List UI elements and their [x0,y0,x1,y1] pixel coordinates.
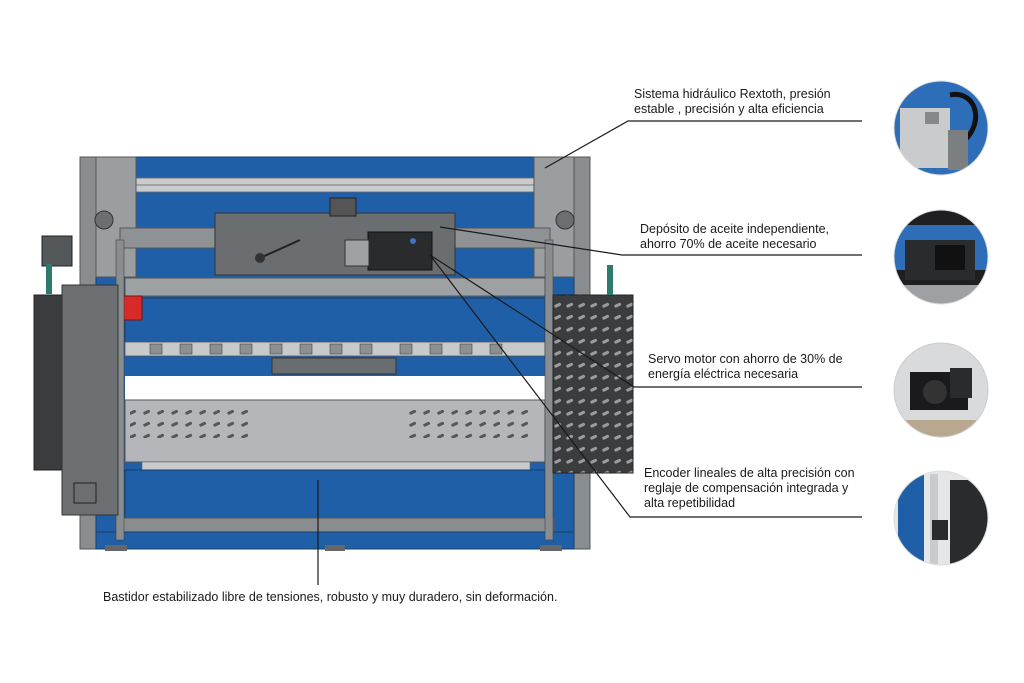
callout-encoder-line-2: reglaje de compensación integrada y [644,481,849,495]
machine-frame [79,156,591,551]
callout-encoder-line-3: alta repetibilidad [644,496,736,510]
callout-encoder-line-1: Encoder lineales de alta precisión con [644,466,855,480]
frame-caption: Bastidor estabilizado libre de tensiones… [103,590,558,604]
callout-oil-tank-line-1: Depósito de aceite independiente, [640,222,830,236]
callout-encoder: Encoder lineales de alta precisión con r… [644,466,884,511]
callout-servo: Servo motor con ahorro de 30% de energía… [648,352,878,382]
servo-motor-photo [893,342,989,438]
hydraulic-valve-photo [893,80,989,176]
oil-tank-photo [893,209,989,305]
callout-oil-tank-line-2: ahorro 70% de aceite necesario [640,237,817,251]
linear-encoder-photo [893,470,989,566]
callout-hydraulic-line-1: Sistema hidráulico Rextoth, presión [634,87,831,101]
callout-servo-line-2: energía eléctrica necesaria [648,367,799,381]
callout-oil-tank: Depósito de aceite independiente, ahorro… [640,222,870,252]
callout-hydraulic: Sistema hidráulico Rextoth, presión esta… [634,87,864,117]
callout-hydraulic-line-2: estable , precisión y alta eficiencia [634,102,824,116]
right-perforated-guard [552,265,634,474]
leader-lines [317,120,862,585]
left-control-cabinet [33,235,119,516]
callout-servo-line-1: Servo motor con ahorro de 30% de [648,352,843,366]
